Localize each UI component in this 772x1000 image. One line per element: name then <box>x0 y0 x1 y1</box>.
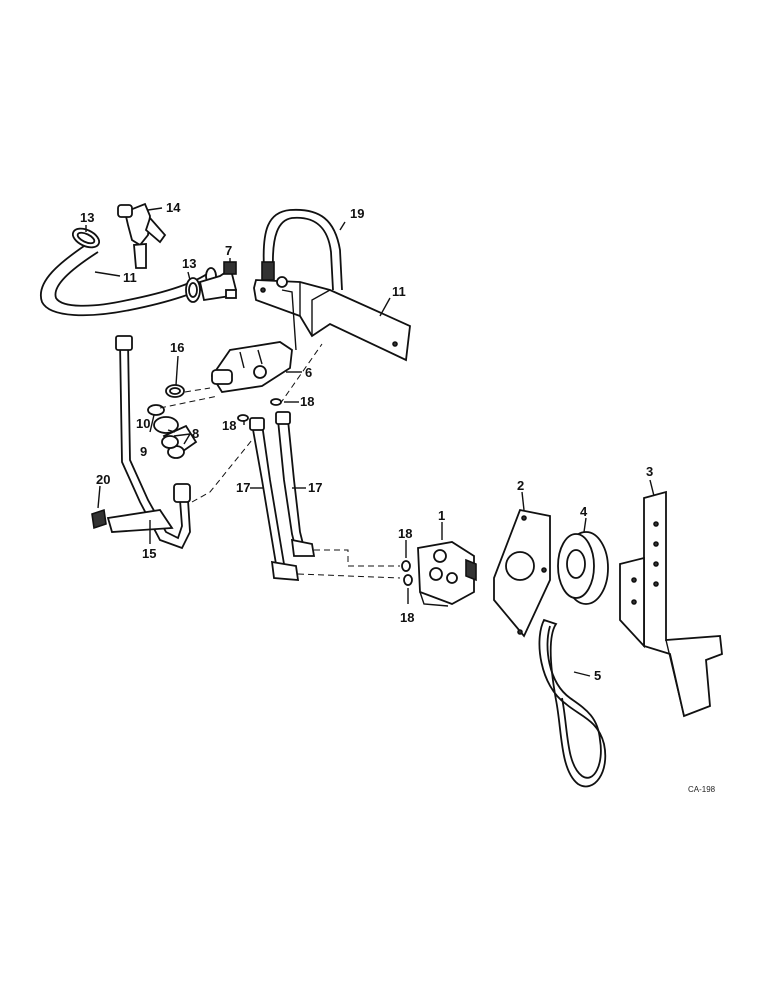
callout-18-c: 18 <box>398 526 412 541</box>
callouts: 13 14 11 13 7 19 11 16 6 18 18 10 8 9 20… <box>80 200 716 794</box>
mount-plate-2 <box>493 508 551 638</box>
callout-12: 11 <box>123 270 137 285</box>
belt-5 <box>538 618 607 788</box>
o-ring-10 <box>147 404 165 416</box>
washer-18-lower-bottom <box>403 574 413 586</box>
washer-18-upper-left <box>237 414 249 422</box>
callout-14: 14 <box>166 200 181 215</box>
clamp-13-left <box>71 227 101 249</box>
callout-9: 9 <box>140 444 147 459</box>
callout-18-a: 18 <box>300 394 314 409</box>
pulley-4 <box>557 531 609 605</box>
elbow-fitting-7 <box>198 261 237 302</box>
callout-17-right: 17 <box>308 480 322 495</box>
callout-1: 1 <box>438 508 445 523</box>
callout-2: 2 <box>517 478 524 493</box>
callout-5: 5 <box>594 668 601 683</box>
callout-10: 10 <box>136 416 150 431</box>
clamp-13-right <box>185 277 201 303</box>
hoses-17 <box>249 411 316 581</box>
callout-4: 4 <box>580 504 588 519</box>
callout-3: 3 <box>646 464 653 479</box>
callout-6: 6 <box>305 365 312 380</box>
callout-17-left: 17 <box>236 480 250 495</box>
o-ring-16 <box>165 384 185 398</box>
hydraulic-pump-1 <box>417 541 477 607</box>
drawing-reference: CA-198 <box>688 785 716 794</box>
callout-15: 15 <box>142 546 156 561</box>
fitting-14 <box>117 202 167 269</box>
washer-18-lower-top <box>401 560 411 572</box>
control-valve-6 <box>210 276 297 393</box>
callout-7: 7 <box>225 243 232 258</box>
callout-11: 11 <box>392 284 406 299</box>
fitting-9-8 <box>153 416 198 459</box>
callout-20: 20 <box>96 472 110 487</box>
plug-20 <box>91 508 107 530</box>
callout-16: 16 <box>170 340 184 355</box>
hose-19 <box>261 208 343 291</box>
callout-18-d: 18 <box>400 610 414 625</box>
callout-19: 19 <box>350 206 364 221</box>
washer-18-upper-right <box>270 398 282 406</box>
callout-18-b: 18 <box>222 418 236 433</box>
bracket-3 <box>619 490 723 718</box>
callout-13-left: 13 <box>80 210 94 225</box>
tube-15 <box>106 335 253 550</box>
leader-lines <box>85 207 655 677</box>
callout-8: 8 <box>192 426 199 441</box>
callout-13-right: 13 <box>182 256 196 271</box>
